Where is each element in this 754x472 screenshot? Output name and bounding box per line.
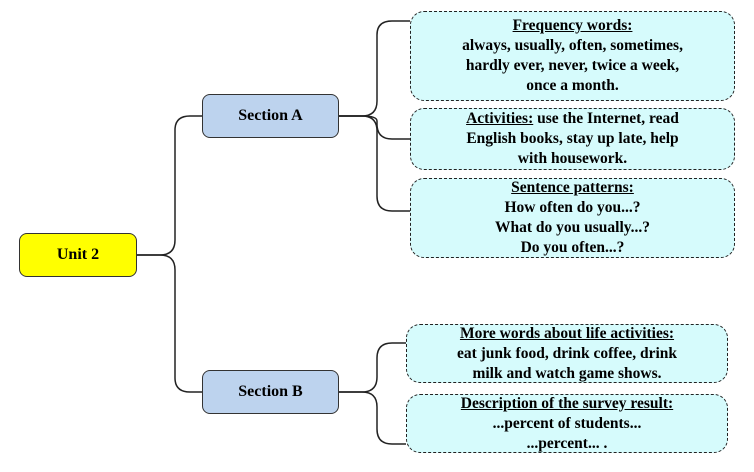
sentence-patterns-heading: Sentence patterns: [511, 179, 634, 196]
connector-section-a-activities [339, 115, 410, 140]
connector-section-b-survey [339, 391, 406, 445]
activities-first-line-rest: use the Internet, read [533, 110, 679, 127]
root-label: Unit 2 [56, 246, 100, 263]
survey-result-heading: Description of the survey result: [460, 394, 674, 412]
frequency-words-heading: Frequency words: [512, 17, 633, 34]
more-words-heading: More words about life activities: [459, 324, 675, 342]
activities-line-2: English books, stay up late, help [466, 130, 679, 147]
sentence-pattern-3: Do you often...? [520, 239, 625, 256]
activities-heading: Activities: [466, 110, 534, 127]
more-words-box: More words about life activities: eat ju… [406, 324, 728, 383]
frequency-words-box: Frequency words: always, usually, often,… [410, 11, 735, 101]
frequency-words-line-1: always, usually, often, sometimes, [462, 37, 683, 54]
more-words-line-1: eat junk food, drink coffee, drink [456, 344, 678, 362]
sentence-pattern-2: What do you usually...? [494, 219, 651, 236]
section-a-node: Section A [202, 94, 339, 138]
connector-section-a-frequency [339, 20, 410, 117]
activities-box: Activities: use the Internet, read Engli… [410, 108, 735, 170]
connector-section-a-patterns [339, 115, 410, 212]
section-a-label: Section A [238, 107, 303, 124]
survey-result-line-1: ...percent of students... [492, 414, 642, 432]
activities-line-3: with housework. [517, 150, 628, 167]
survey-result-line-2: ...percent... . [526, 434, 608, 452]
connector-root-section-a [137, 115, 202, 256]
section-b-label: Section B [238, 383, 303, 400]
root-node-unit-2: Unit 2 [19, 233, 137, 277]
connector-root-section-b [137, 254, 202, 393]
frequency-words-line-3: once a month. [526, 77, 619, 94]
more-words-line-2: milk and watch game shows. [472, 364, 662, 382]
section-b-node: Section B [202, 370, 339, 414]
survey-result-box: Description of the survey result: ...per… [406, 394, 728, 453]
frequency-words-line-2: hardly ever, never, twice a week, [465, 57, 680, 74]
sentence-pattern-1: How often do you...? [504, 199, 641, 216]
activities-first-line: Activities: use the Internet, read [466, 109, 679, 129]
connector-section-b-more-words [339, 342, 406, 393]
sentence-patterns-box: Sentence patterns: How often do you...? … [410, 178, 735, 258]
